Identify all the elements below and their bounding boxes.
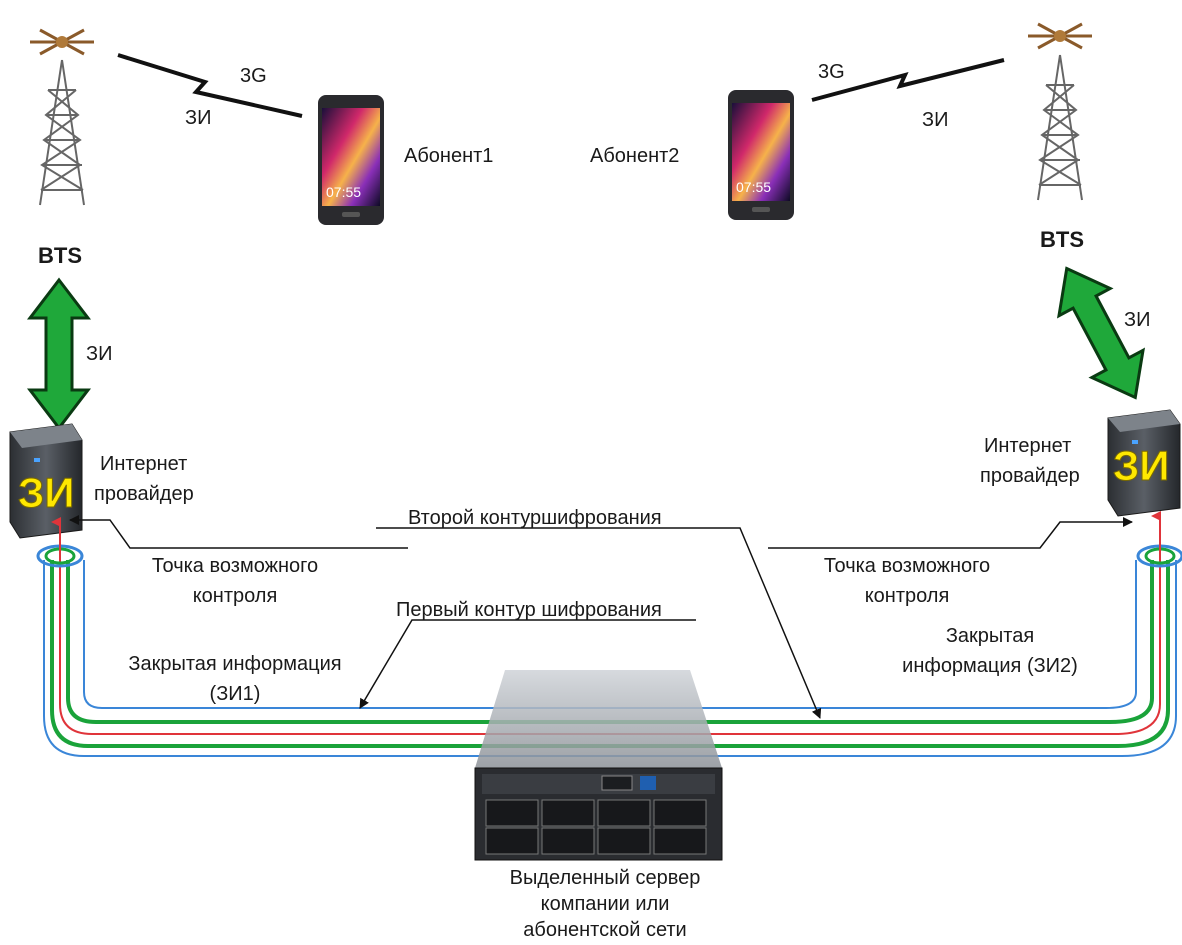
pointer-control-left: [69, 515, 408, 549]
label-closed-info-left-1: Закрытая информация: [128, 653, 342, 675]
provider-server-right-icon: [1107, 409, 1181, 517]
label-first-contour: Первый контур шифрования: [396, 599, 662, 621]
label-server-2: компании или: [540, 893, 670, 915]
label-control-right-2: контроля: [864, 585, 950, 607]
label-control-left-1: Точка возможного: [151, 555, 319, 577]
label-provider-left-2: провайдер: [94, 483, 194, 505]
phone-time-right: 07:55: [736, 179, 772, 195]
radio-link-left: [117, 53, 303, 118]
provider-server-left-icon: [9, 423, 83, 539]
label-zi-radio-left: ЗИ: [185, 107, 212, 129]
dedicated-server-icon: [474, 670, 723, 861]
label-control-right-1: Точка возможного: [823, 555, 991, 577]
label-closed-info-left-2: (ЗИ1): [209, 683, 261, 705]
pointer-second-contour: [376, 527, 822, 719]
pointer-control-right: [768, 517, 1133, 549]
label-bts-right: BTS: [1040, 227, 1084, 252]
label-server-3: абонентской сети: [523, 919, 687, 941]
pointer-first-contour: [359, 619, 696, 709]
label-zi-link-left: ЗИ: [86, 343, 113, 365]
label-3g-left: 3G: [240, 65, 267, 87]
label-closed-info-right-1: Закрытая: [945, 625, 1035, 647]
label-second-contour: Второй контуршифрования: [408, 507, 662, 529]
phone-left-icon: [318, 95, 384, 225]
label-zi-link-right: ЗИ: [1124, 309, 1151, 331]
label-3g-right: 3G: [818, 61, 845, 83]
label-bts-left: BTS: [38, 243, 82, 268]
zi-badge-right: ЗИ: [1113, 442, 1170, 489]
label-zi-radio-right: ЗИ: [922, 109, 949, 131]
phone-right-icon: [728, 90, 794, 220]
radio-link-right: [811, 58, 1005, 102]
green-double-arrow-right: [1056, 266, 1146, 400]
zi-badge-left: ЗИ: [18, 469, 75, 516]
label-provider-right-1: Интернет: [984, 435, 1072, 457]
bts-tower-left-icon: [30, 28, 94, 206]
bts-tower-right-icon: [1028, 22, 1092, 201]
label-subscriber2: Абонент2: [590, 145, 680, 167]
phone-time-left: 07:55: [326, 184, 362, 200]
label-closed-info-right-2: информация (ЗИ2): [902, 655, 1078, 677]
label-provider-right-2: провайдер: [980, 465, 1080, 487]
green-double-arrow-left: [26, 277, 92, 431]
label-control-left-2: контроля: [192, 585, 278, 607]
label-server-1: Выделенный сервер: [509, 867, 701, 889]
label-provider-left-1: Интернет: [100, 453, 188, 475]
label-subscriber1: Абонент1: [404, 145, 494, 167]
